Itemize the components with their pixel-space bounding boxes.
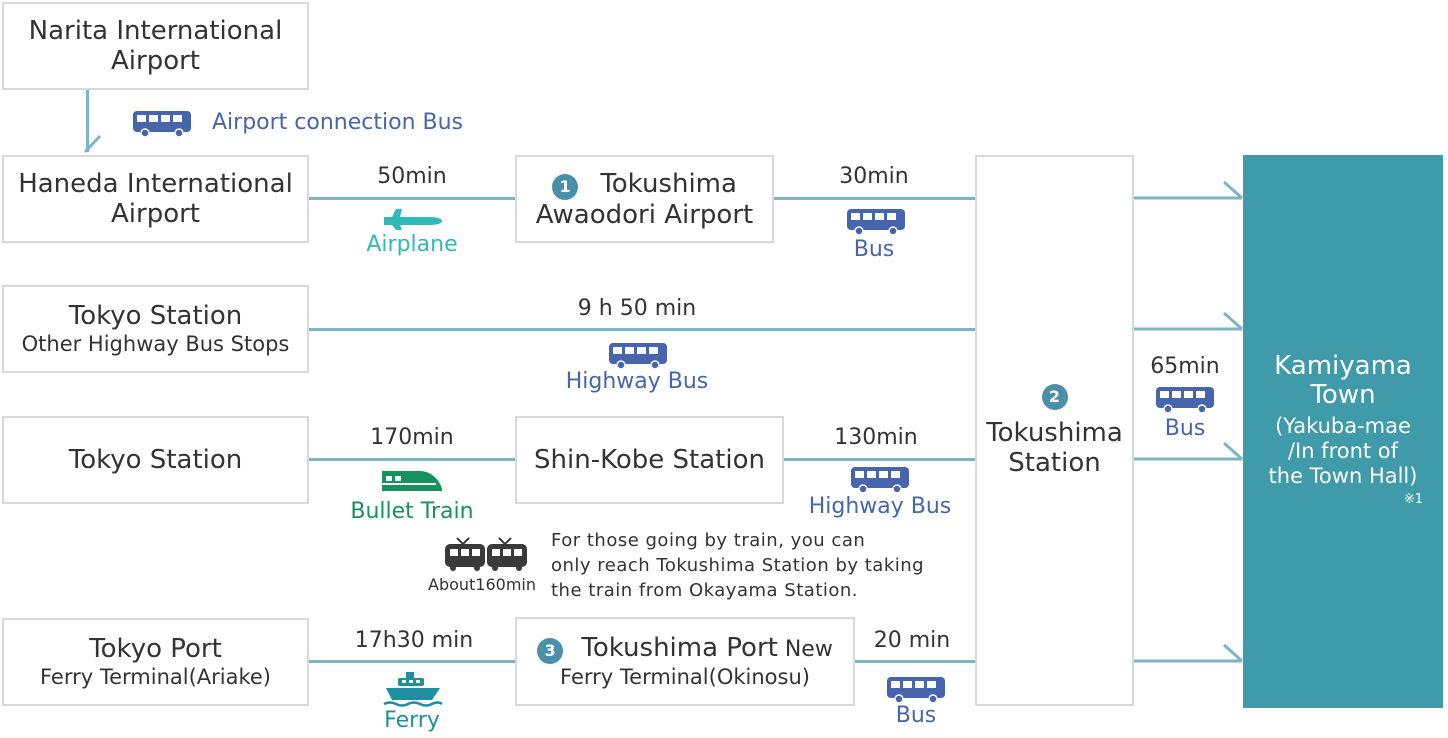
kamiyama-line2: Town	[1310, 380, 1376, 410]
tokyo-station-box: Tokyo Station	[2, 416, 309, 504]
highway-bus-label: Highway Bus	[565, 369, 709, 394]
station-bus-label: Bus	[1164, 416, 1206, 441]
tokushima-airport-name: Tokushima	[600, 168, 737, 199]
arrow-to-kamiyama-3	[1134, 441, 1243, 461]
tokyo-highway-line1: Tokyo Station	[68, 301, 243, 331]
bullet-line	[309, 458, 515, 461]
tokushima-port-name: Tokushima Port	[581, 633, 778, 663]
kamiyama-town-box: Kamiyama Town (Yakuba-mae /In front of t…	[1243, 155, 1443, 708]
haneda-airport-box: Haneda International Airport	[2, 155, 309, 243]
bus-icon	[1156, 387, 1214, 414]
arrow-to-kamiyama-1	[1134, 180, 1243, 200]
ferry-duration: 17h30 min	[354, 628, 474, 653]
number-badge-1: 1	[552, 173, 579, 200]
port-bus-duration: 20 min	[873, 628, 951, 653]
port-bus-label: Bus	[895, 703, 937, 728]
number-badge-2: 2	[1041, 383, 1068, 410]
haneda-line	[309, 197, 515, 200]
narita-arrowhead	[83, 134, 102, 154]
bullet-train-icon	[382, 471, 442, 491]
bullet-duration: 170min	[370, 425, 454, 450]
kobe-bus-duration: 130min	[834, 425, 918, 450]
tokushima-airport-line1: 1 Tokushima	[552, 169, 737, 200]
tokyo-port-line2: Ferry Terminal(Ariake)	[39, 665, 272, 689]
airport-bus-label: Airport connection Bus	[212, 110, 464, 135]
arrow-to-kamiyama-4	[1134, 643, 1243, 663]
tokushima-station-line2: Station	[1008, 447, 1101, 478]
ferry-line	[309, 660, 515, 663]
number-badge-3: 3	[537, 638, 564, 664]
bus-icon	[887, 677, 945, 704]
kobe-bus-label: Highway Bus	[808, 494, 952, 519]
shin-kobe-box: Shin-Kobe Station	[515, 416, 784, 504]
tokushima-port-box: 3 Tokushima Port New Ferry Terminal(Okin…	[515, 617, 855, 706]
airport-bus-mode-label: Bus	[853, 237, 895, 262]
kamiyama-line1: Kamiyama	[1274, 351, 1412, 381]
narita-airport-box: Narita International Airport	[2, 2, 309, 90]
haneda-line1: Haneda International	[18, 169, 293, 199]
airport-bus-duration: 30min	[839, 164, 909, 189]
bus-icon	[851, 467, 909, 494]
haneda-line2: Airport	[111, 199, 200, 229]
tokyo-highway-line2: Other Highway Bus Stops	[21, 332, 290, 356]
tokushima-airport-box: 1 Tokushima Awaodori Airport	[515, 155, 774, 243]
airplane-label: Airplane	[366, 232, 458, 257]
narita-haneda-connector	[86, 90, 89, 152]
narita-line1: Narita International	[28, 16, 283, 46]
train-note: For those going by train, you can only r…	[551, 528, 924, 603]
tokyo-port-box: Tokyo Port Ferry Terminal(Ariake)	[2, 618, 309, 706]
port-to-station-line	[855, 660, 975, 663]
arrow-to-kamiyama-2	[1134, 311, 1243, 331]
train-note-line3: the train from Okayama Station.	[551, 580, 858, 601]
tokushima-port-line2: Ferry Terminal(Okinosu)	[560, 665, 810, 689]
kamiyama-note: ※1	[1403, 492, 1423, 507]
tokyo-port-line1: Tokyo Port	[89, 634, 222, 664]
kamiyama-line4: /In front of	[1287, 439, 1399, 463]
station-bus-duration: 65min	[1150, 354, 1220, 379]
airplane-duration: 50min	[377, 164, 447, 189]
tokushima-airport-line2: Awaodori Airport	[535, 199, 754, 230]
train-duration: About160min	[428, 575, 537, 594]
highway-duration: 9 h 50 min	[577, 296, 697, 321]
train-note-line2: only reach Tokushima Station by taking	[551, 555, 925, 576]
tokushima-port-new: New	[777, 637, 833, 662]
kamiyama-line5: the Town Hall)	[1268, 464, 1418, 488]
narita-line2: Airport	[111, 46, 200, 76]
bus-icon	[133, 111, 191, 138]
kobe-to-station-line	[784, 458, 975, 461]
tokushima-station-box: 2 Tokushima Station	[975, 155, 1134, 706]
ferry-icon	[383, 672, 443, 707]
shin-kobe-label: Shin-Kobe Station	[534, 445, 765, 475]
highway-line	[309, 328, 975, 331]
tokyo-station-label: Tokyo Station	[68, 445, 243, 475]
bus-icon	[609, 343, 667, 370]
bullet-train-label: Bullet Train	[350, 499, 474, 524]
tokyo-highway-box: Tokyo Station Other Highway Bus Stops	[2, 285, 309, 373]
tokushima-port-line1: 3 Tokushima Port New	[537, 633, 833, 664]
ferry-label: Ferry	[384, 708, 440, 733]
train-icon	[445, 537, 527, 571]
airplane-icon	[384, 209, 442, 230]
tokushima-station-line1: Tokushima	[986, 417, 1123, 448]
kamiyama-line3: (Yakuba-mae	[1275, 414, 1411, 438]
train-note-line1: For those going by train, you can	[551, 530, 866, 551]
airport-to-station-line	[774, 197, 975, 200]
bus-icon	[847, 209, 905, 236]
